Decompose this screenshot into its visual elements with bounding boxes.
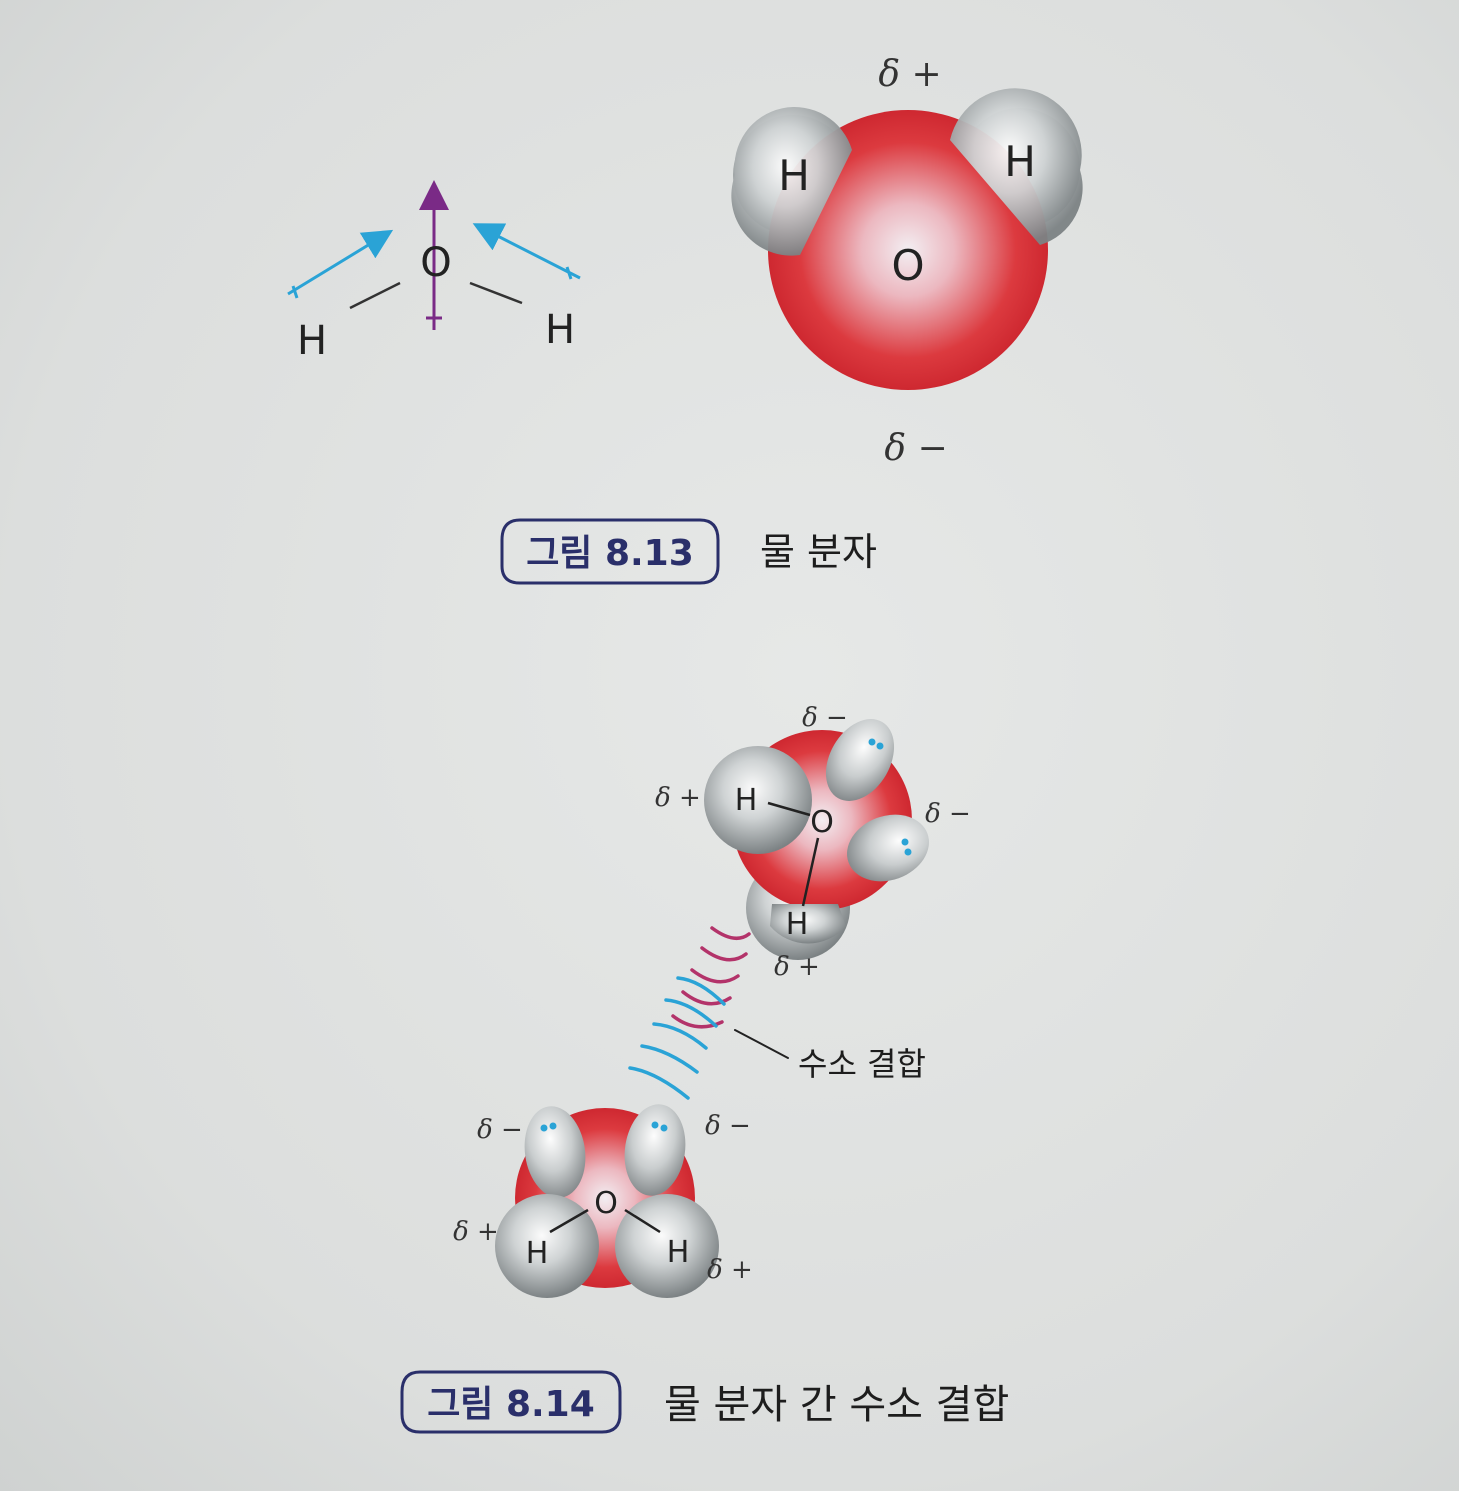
caption-text: 물 분자 간 수소 결합 <box>664 1382 1009 1428</box>
atom-label-h-right: H <box>667 1235 690 1270</box>
caption-badge-frame <box>500 518 720 585</box>
figure-caption-8-14: 그림 8.14 물 분자 간 수소 결합 <box>400 1370 1009 1434</box>
lone-pair-right <box>847 814 929 882</box>
caption-badge-label: 그림 8.14 <box>427 1384 595 1425</box>
electron-dot <box>876 742 884 750</box>
figure-caption-8-13: 그림 8.13 물 분자 <box>500 518 877 585</box>
atom-label-h-bottom: H <box>786 907 809 942</box>
partial-charge-bottom: δ − <box>884 428 947 469</box>
atom-label-h-left: H <box>297 318 327 364</box>
bond-line-left <box>549 1208 589 1234</box>
upper-water-molecule: O H H δ − δ + δ − δ + <box>655 703 971 982</box>
atom-label-h-right: H <box>1004 137 1036 186</box>
oxygen-sphere <box>768 110 1048 390</box>
partial-charge-right: δ − <box>925 799 971 829</box>
atom-label-h-left: H <box>735 783 758 818</box>
attraction-arc <box>664 998 718 1028</box>
caption-badge-frame <box>400 1370 622 1434</box>
bond-dipole-arrow-right <box>472 223 581 280</box>
atom-label-o: O <box>810 805 834 840</box>
space-filling-model: H H O δ + δ − <box>731 54 1083 469</box>
partial-charge-left: δ + <box>453 1217 499 1247</box>
hydrogen-cap-bottom <box>770 904 846 944</box>
hydrogen-bond-arcs <box>628 926 789 1100</box>
electron-dot <box>549 1122 557 1130</box>
atom-label-h-right: H <box>545 307 575 353</box>
partial-charge-top: δ + <box>878 54 941 95</box>
attraction-arc <box>671 1014 724 1029</box>
hydrogen-bond-label: 수소 결합 <box>798 1045 926 1083</box>
atom-label-h-left: H <box>526 1236 549 1271</box>
bond-line-left <box>349 281 401 310</box>
bond-dipole-arrow-left <box>287 229 394 296</box>
electron-dot <box>660 1124 668 1132</box>
bond-line-right <box>624 1208 661 1234</box>
partial-charge-top: δ − <box>802 703 848 733</box>
attraction-arc <box>700 946 748 962</box>
lone-pair-left <box>524 1106 586 1198</box>
dipole-cross-left <box>291 285 299 299</box>
attraction-arc <box>652 1022 708 1050</box>
partial-charge-bottom: δ + <box>774 952 820 982</box>
attraction-arc <box>690 968 740 984</box>
atom-label-o: O <box>420 240 451 286</box>
hydrogen-cap-left <box>731 107 852 256</box>
caption-badge-label: 그림 8.13 <box>526 533 694 574</box>
lone-pair-right <box>624 1104 686 1196</box>
partial-charge-right: δ + <box>707 1255 753 1285</box>
atom-label-h-left: H <box>778 151 810 200</box>
dipole-diagram: O H H <box>287 180 581 364</box>
electron-dot <box>651 1121 659 1129</box>
caption-text: 물 분자 <box>760 530 877 574</box>
hydrogen-sphere-left <box>704 746 812 854</box>
hydrogen-bond-leader-line <box>734 1029 789 1059</box>
electron-dot <box>868 738 876 746</box>
atom-label-o: O <box>891 241 924 290</box>
attraction-arc <box>640 1044 699 1074</box>
lower-water-molecule: O H H δ − δ − δ + δ + <box>453 1104 753 1298</box>
attraction-arc <box>628 1066 690 1100</box>
electron-dot <box>540 1124 548 1132</box>
attraction-arc <box>676 976 726 1006</box>
electron-dot <box>904 848 912 856</box>
dipole-cross-right <box>565 266 573 280</box>
hydrogen-cap-right <box>950 88 1083 245</box>
bond-line-bottom <box>801 837 820 907</box>
partial-charge-top-left: δ − <box>477 1115 523 1145</box>
electron-dot <box>901 838 909 846</box>
lone-pair-top <box>825 719 895 801</box>
partial-charge-left: δ + <box>655 783 701 813</box>
partial-charge-top-right: δ − <box>705 1111 751 1141</box>
atom-label-o: O <box>594 1186 618 1221</box>
attraction-arc <box>681 990 732 1006</box>
bond-line-left <box>767 801 811 817</box>
bond-line-right <box>469 281 523 305</box>
attraction-arc <box>710 926 751 941</box>
